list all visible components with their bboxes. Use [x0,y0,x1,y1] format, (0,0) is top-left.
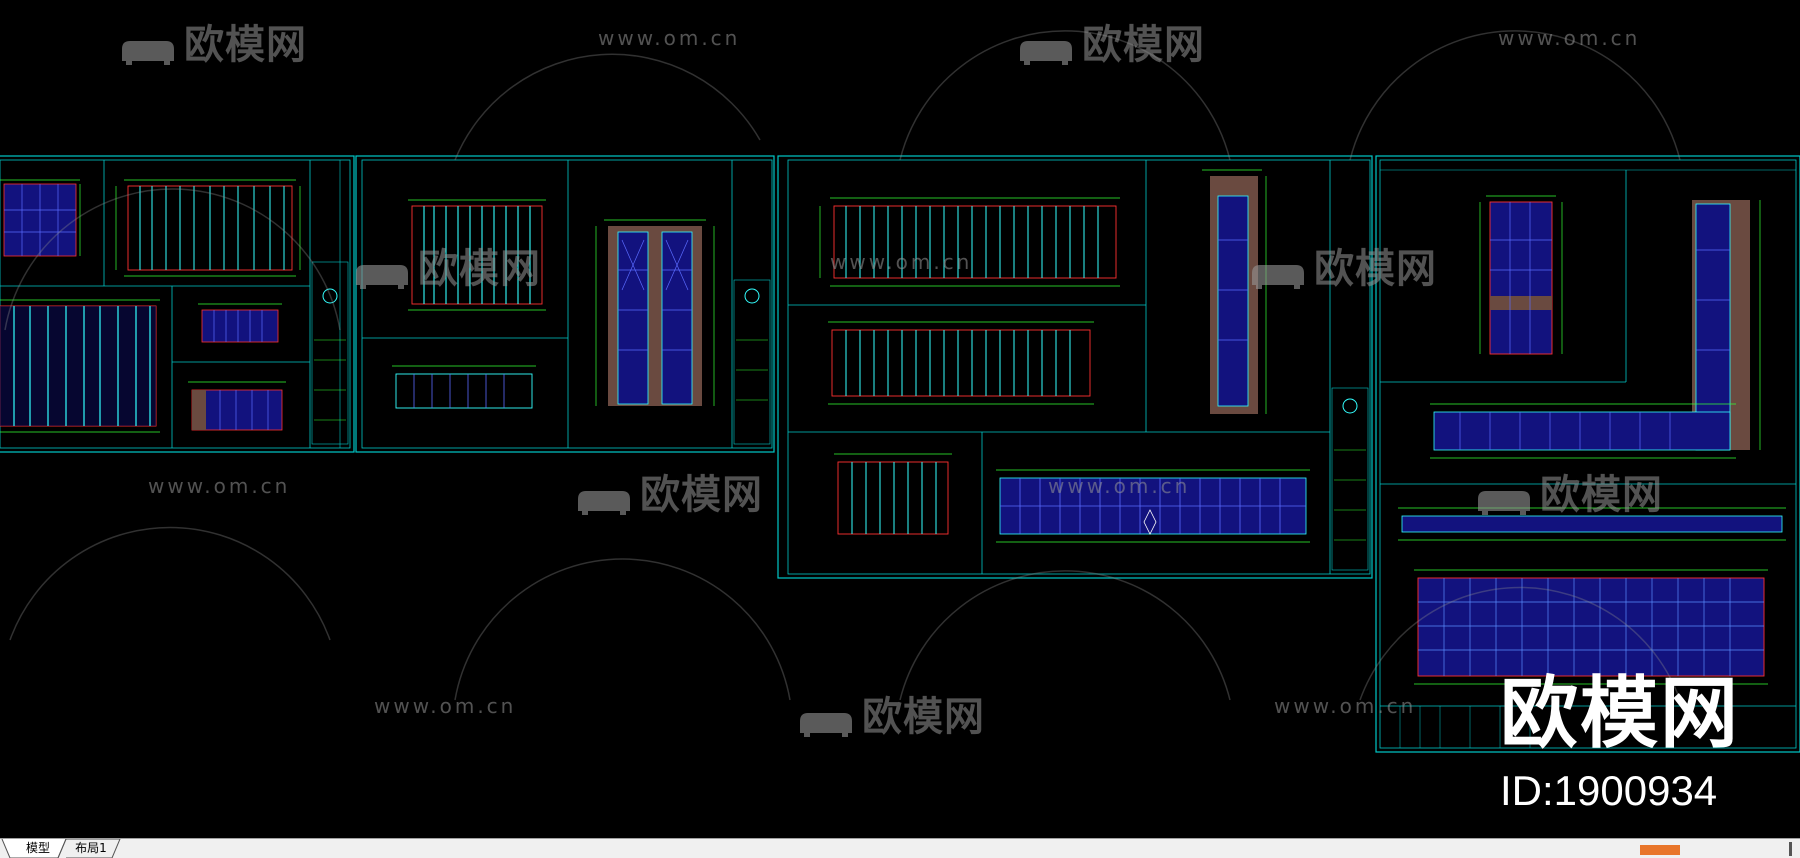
corner-watermark: 欧模网 ID:1900934 [1500,675,1740,819]
corner-brand-name: 欧模网 [1499,669,1740,759]
drawing-sheet-3[interactable] [777,155,1373,579]
scrollbar-handle[interactable] [1789,842,1792,856]
tab-layout1[interactable]: 布局1 [75,841,107,855]
drawing-canvas[interactable] [0,0,1800,838]
layout-tab-bar: 模型 布局1 [0,838,1800,858]
tab-outline [1,839,121,858]
drawing-sheet-1[interactable] [0,155,355,453]
drawing-sheet-2[interactable] [355,155,775,453]
corner-brand-id: ID:1900934 [1499,767,1718,814]
status-indicator [1640,845,1680,855]
drawing-sheet-4[interactable] [1375,155,1800,753]
tab-model[interactable]: 模型 [25,841,50,855]
